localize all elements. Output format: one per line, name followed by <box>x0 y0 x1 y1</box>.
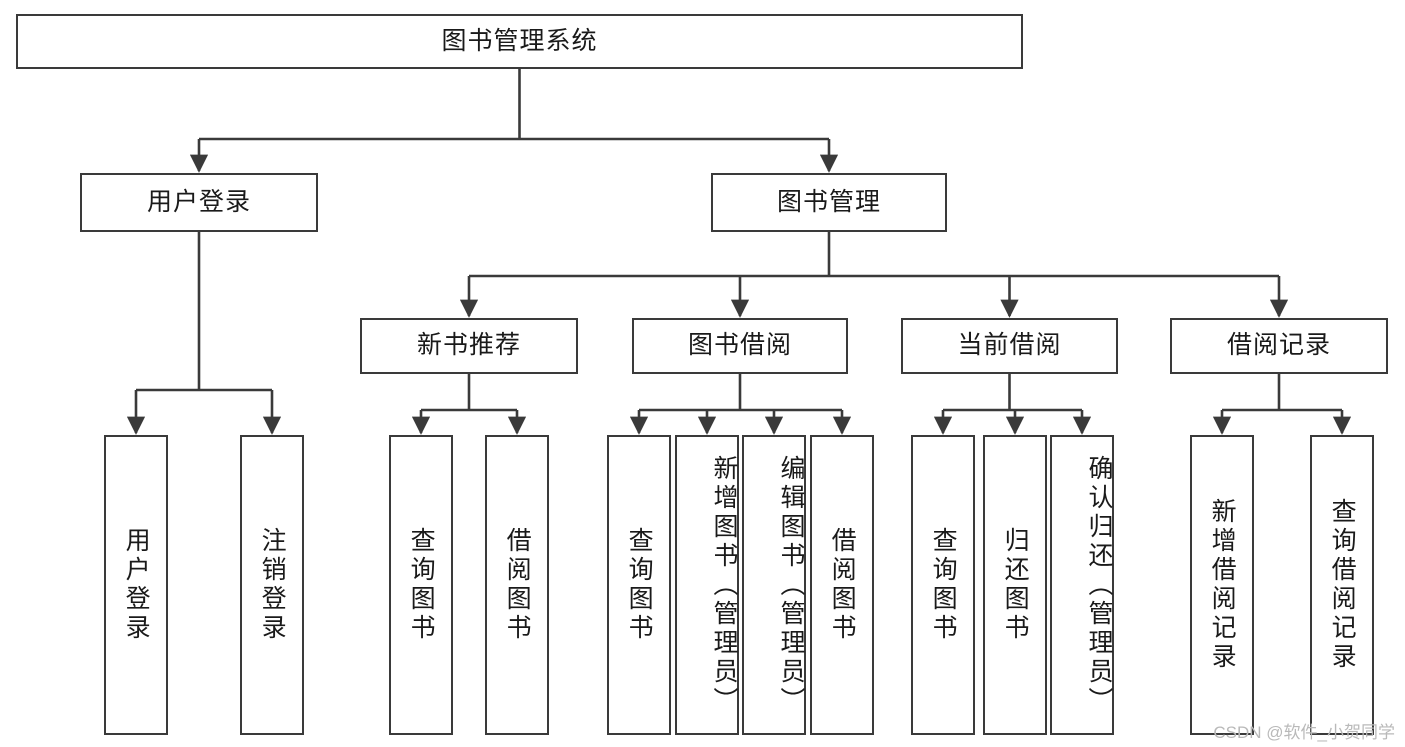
leaf-node-查询图书-4[interactable]: 查询图书 <box>607 435 671 735</box>
root-node-图书管理系统-0[interactable]: 图书管理系统 <box>16 14 1023 69</box>
branch-node-l2-新书推荐-0[interactable]: 新书推荐 <box>360 318 578 374</box>
branch-node-l2-图书借阅-1[interactable]: 图书借阅 <box>632 318 848 374</box>
leaf-node-查询图书-8[interactable]: 查询图书 <box>911 435 975 735</box>
leaf-node-新增借阅记录-11[interactable]: 新增借阅记录 <box>1190 435 1254 735</box>
branch-node-l2-借阅记录-3[interactable]: 借阅记录 <box>1170 318 1388 374</box>
leaf-node-借阅图书-7[interactable]: 借阅图书 <box>810 435 874 735</box>
leaf-node-编辑图书管理员-6[interactable]: 编辑图书（管理员） <box>742 435 806 735</box>
leaf-node-用户登录-0[interactable]: 用户登录 <box>104 435 168 735</box>
leaf-node-查询图书-2[interactable]: 查询图书 <box>389 435 453 735</box>
branch-node-图书管理-1[interactable]: 图书管理 <box>711 173 947 232</box>
leaf-node-查询借阅记录-12[interactable]: 查询借阅记录 <box>1310 435 1374 735</box>
leaf-node-新增图书管理员-5[interactable]: 新增图书（管理员） <box>675 435 739 735</box>
branch-node-l2-当前借阅-2[interactable]: 当前借阅 <box>901 318 1118 374</box>
leaf-node-注销登录-1[interactable]: 注销登录 <box>240 435 304 735</box>
leaf-node-确认归还管理员-10[interactable]: 确认归还（管理员） <box>1050 435 1114 735</box>
branch-node-用户登录-0[interactable]: 用户登录 <box>80 173 318 232</box>
leaf-node-归还图书-9[interactable]: 归还图书 <box>983 435 1047 735</box>
watermark-label: CSDN @软件_小贺同学 <box>1213 723 1395 742</box>
leaf-node-借阅图书-3[interactable]: 借阅图书 <box>485 435 549 735</box>
